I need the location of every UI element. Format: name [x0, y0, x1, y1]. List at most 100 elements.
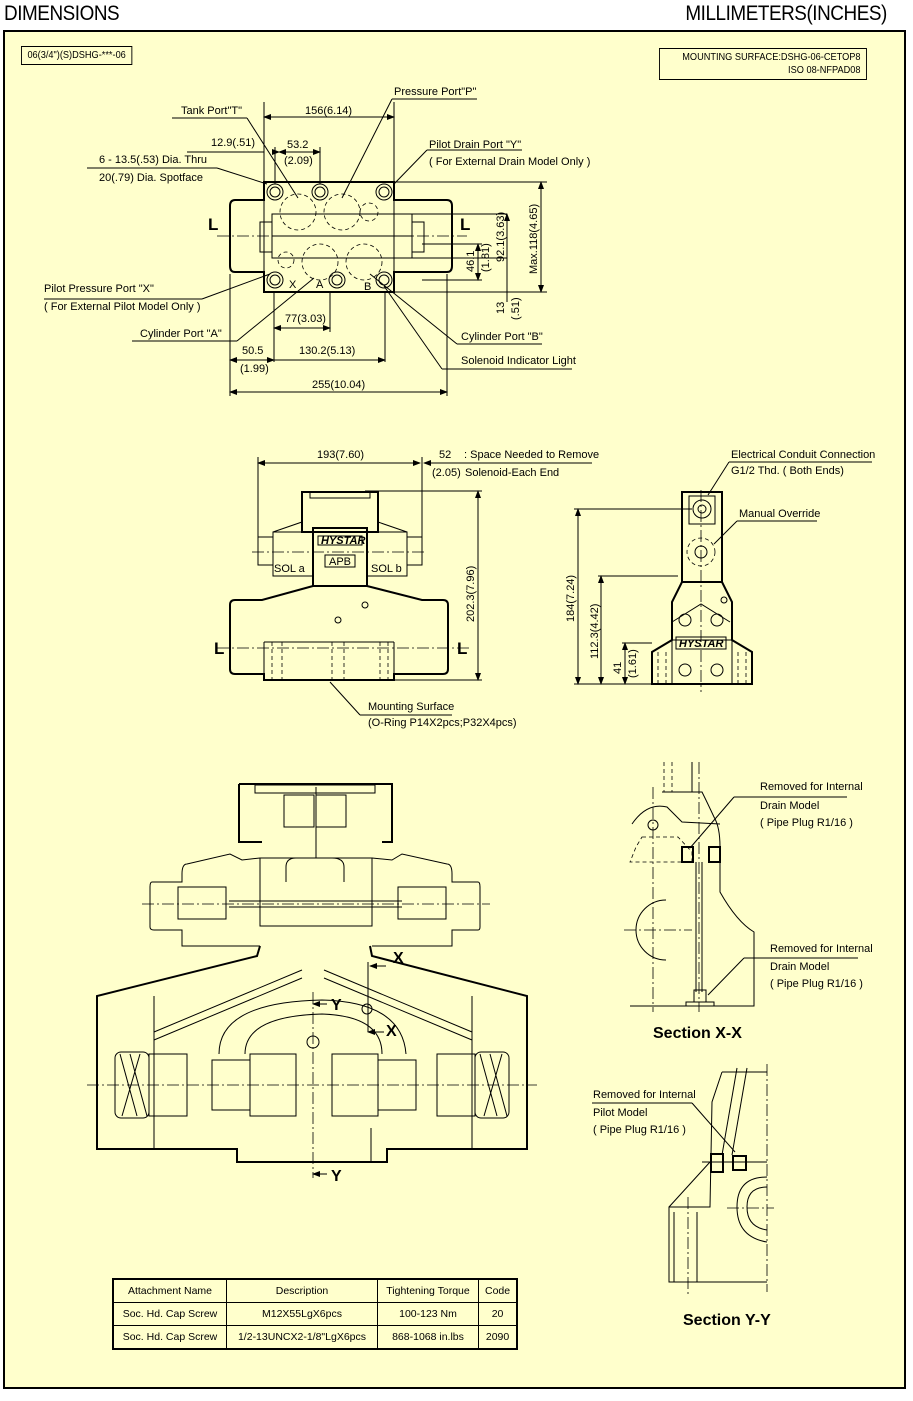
section-yy-title: Section Y-Y	[683, 1312, 771, 1329]
mounting-hole-icon	[311, 183, 329, 201]
section-marker-y-bottom: Y	[331, 1168, 342, 1185]
cell-attachment-name: Soc. Hd. Cap Screw	[112, 1302, 227, 1326]
port-a-icon	[301, 243, 339, 281]
section-marker-y-top: Y	[331, 997, 342, 1014]
xx-note1-line2: Drain Model	[760, 800, 819, 812]
manual-override-label: Manual Override	[739, 508, 820, 520]
end-l-right: L	[460, 215, 470, 234]
dim-max118: Max.118(4.65)	[528, 204, 540, 274]
dim-53-2-in: (2.09)	[284, 155, 313, 167]
table-row: Soc. Hd. Cap Screw 1/2-13UNCX2-1/8"LgX6p…	[112, 1325, 518, 1350]
dim-13: 13	[495, 302, 507, 314]
mounting-surface-line2: ISO 08-NFPAD08	[788, 65, 861, 76]
dim-92-1: 92.1(3.63)	[495, 212, 507, 262]
dim-130-2: 130.2(5.13)	[299, 345, 355, 357]
section-view: X X Y Y	[87, 783, 537, 1185]
cell-tightening-torque: 868-1068 in.lbs	[377, 1325, 479, 1350]
pressure-port-icon	[323, 193, 361, 231]
spotface-label: 20(.79) Dia. Spotface	[99, 172, 203, 184]
yy-note-line1: Removed for Internal	[593, 1089, 696, 1101]
oring-label: (O-Ring P14X2pcs;P32X4pcs)	[368, 717, 517, 729]
pilot-drain-port-icon	[359, 202, 379, 222]
yy-note-line2: Pilot Model	[593, 1107, 647, 1119]
conduit-icon	[692, 499, 712, 519]
mounting-surface-line1: MOUNTING SURFACE:DSHG-06-CETOP8	[682, 52, 861, 63]
port-a-label: A	[316, 279, 324, 291]
front-end-l-left: L	[214, 639, 224, 658]
pilot-drain-note: ( For External Drain Model Only )	[429, 156, 590, 168]
table-row: Soc. Hd. Cap Screw M12X55LgX6pcs 100-123…	[112, 1302, 518, 1326]
mounting-hole-icon	[266, 271, 284, 289]
end-l-left: L	[208, 215, 218, 234]
holes-label: 6 - 13.5(.53) Dia. Thru	[99, 154, 207, 166]
mounting-hole-icon	[375, 183, 393, 201]
dim-255: 255(10.04)	[312, 379, 365, 391]
technical-drawing: L L X A B 156(6.14) 12.9(.51) 53.2 (2.09…	[44, 86, 875, 1329]
mounting-hole-icon	[266, 183, 284, 201]
pilot-pressure-port-icon	[277, 251, 295, 269]
apb-badge	[324, 554, 356, 568]
yy-note-line3: ( Pipe Plug R1/16 )	[593, 1124, 686, 1136]
dim-52: 52	[439, 449, 451, 461]
xx-note1-line3: ( Pipe Plug R1/16 )	[760, 817, 853, 829]
dim-202-3: 202.3(7.96)	[465, 566, 477, 622]
dim-46-1: 46.1	[465, 251, 477, 272]
dim-50-5: 50.5	[242, 345, 263, 357]
mounting-surface-label: Mounting Surface	[368, 701, 454, 713]
side-view: HYSTAR Electrical Conduit Connection G1/…	[565, 449, 875, 692]
col-tightening-torque: Tightening Torque	[377, 1278, 479, 1303]
section-marker-x-mid: X	[386, 1023, 397, 1040]
col-attachment-name: Attachment Name	[112, 1278, 227, 1303]
drawing-sheet: 06(3/4")(S)DSHG-***-06 MOUNTING SURFACE:…	[3, 30, 906, 1389]
solenoid-indicator-label: Solenoid Indicator Light	[461, 355, 576, 367]
dim-41-in: (1.61)	[627, 649, 639, 678]
col-code: Code	[478, 1278, 518, 1303]
dim-13-in: (.51)	[510, 297, 522, 320]
dim-77: 77(3.03)	[285, 313, 326, 325]
dim-46-1-in: (1.81)	[480, 243, 492, 272]
front-view: HYSTAR APB SOL a SOL b L L	[214, 449, 599, 729]
front-brand-text: HYSTAR	[321, 535, 365, 547]
dim-184: 184(7.24)	[565, 575, 577, 622]
front-end-l-right: L	[457, 639, 467, 658]
xx-note2-line1: Removed for Internal	[770, 943, 873, 955]
dim-12-9: 12.9(.51)	[211, 137, 255, 149]
table-header-row: Attachment Name Description Tightening T…	[112, 1278, 518, 1303]
tank-port-label: Tank Port"T"	[181, 105, 242, 117]
dim-52-in: (2.05)	[432, 467, 461, 479]
space-needed-label: : Space Needed to Remove	[464, 449, 599, 461]
port-b-label: B	[364, 281, 371, 293]
mounting-hole-icon	[328, 271, 346, 289]
mounting-surface-box: MOUNTING SURFACE:DSHG-06-CETOP8 ISO 08-N…	[659, 48, 867, 80]
xx-note2-line3: ( Pipe Plug R1/16 )	[770, 978, 863, 990]
page-title: DIMENSIONS	[4, 2, 120, 25]
model-code-box: 06(3/4")(S)DSHG-***-06	[21, 46, 133, 65]
dim-41: 41	[612, 662, 624, 674]
xx-note2-line2: Drain Model	[770, 961, 829, 973]
cell-tightening-torque: 100-123 Nm	[377, 1302, 479, 1326]
pilot-pressure-port-label: Pilot Pressure Port "X"	[44, 283, 154, 295]
dim-156: 156(6.14)	[305, 105, 352, 117]
cell-description: M12X55LgX6pcs	[226, 1302, 378, 1326]
top-view: L L X A B 156(6.14) 12.9(.51) 53.2 (2.09…	[44, 86, 590, 396]
side-hystar-badge	[675, 636, 727, 650]
dim-112-3: 112.3(4.42)	[589, 604, 601, 659]
port-x-label: X	[289, 279, 297, 291]
dim-50-5-in: (1.99)	[240, 363, 269, 375]
sol-b-label: SOL b	[371, 563, 402, 575]
hystar-badge	[317, 535, 363, 546]
conduit-label: Electrical Conduit Connection	[731, 449, 875, 461]
solenoid-each-end-label: Solenoid-Each End	[465, 467, 559, 479]
cell-code: 20	[478, 1302, 518, 1326]
sol-a-label: SOL a	[274, 563, 306, 575]
pilot-drain-port-label: Pilot Drain Port "Y"	[429, 139, 521, 151]
units-label: MILLIMETERS(INCHES)	[685, 2, 888, 25]
dim-53-2: 53.2	[287, 139, 308, 151]
section-xx-title: Section X-X	[653, 1025, 742, 1042]
xx-note1-line1: Removed for Internal	[760, 781, 863, 793]
cell-description: 1/2-13UNCX2-1/8"LgX6pcs	[226, 1325, 378, 1350]
cylinder-port-b-label: Cylinder Port "B"	[461, 331, 543, 343]
col-description: Description	[226, 1278, 378, 1303]
dim-193: 193(7.60)	[317, 449, 364, 461]
cell-code: 2090	[478, 1325, 518, 1350]
